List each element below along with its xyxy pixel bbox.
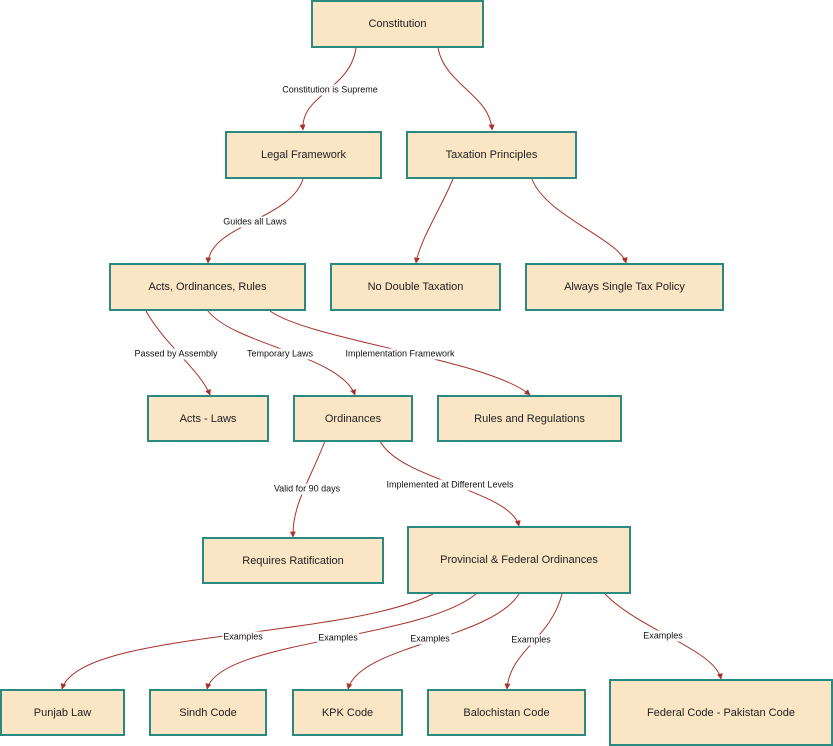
edge-label-examples-sindh: Examples: [317, 632, 359, 644]
node-federal-code[interactable]: Federal Code - Pakistan Code: [609, 679, 833, 746]
node-punjab-law[interactable]: Punjab Law: [0, 689, 125, 736]
node-ordinances[interactable]: Ordinances: [293, 395, 413, 442]
edge-label-implemented-levels: Implemented at Different Levels: [385, 479, 515, 491]
node-legal-framework[interactable]: Legal Framework: [225, 131, 382, 179]
edge-label-implementation-framework: Implementation Framework: [344, 348, 456, 360]
edge-label-guides-laws: Guides all Laws: [222, 216, 288, 228]
node-acts-ordinances-rules[interactable]: Acts, Ordinances, Rules: [109, 263, 306, 311]
edge-label-valid-90-days: Valid for 90 days: [272, 483, 342, 495]
edge-provfed-punjab: [60, 593, 434, 690]
node-rules-regulations[interactable]: Rules and Regulations: [437, 395, 622, 442]
node-provincial-federal-ordinances[interactable]: Provincial & Federal Ordinances: [407, 526, 631, 594]
edge-label-examples-balochistan: Examples: [510, 634, 552, 646]
edge-label-examples-kpk: Examples: [409, 633, 451, 645]
node-constitution[interactable]: Constitution: [311, 0, 484, 48]
edge-label-examples-federal: Examples: [642, 630, 684, 642]
node-taxation-principles[interactable]: Taxation Principles: [406, 131, 577, 179]
edge-label-passed-by-assembly: Passed by Assembly: [133, 348, 219, 360]
edge-label-temporary-laws: Temporary Laws: [245, 348, 315, 360]
node-balochistan-code[interactable]: Balochistan Code: [427, 689, 586, 736]
node-single-tax-policy[interactable]: Always Single Tax Policy: [525, 263, 724, 311]
node-sindh-code[interactable]: Sindh Code: [149, 689, 267, 736]
node-no-double-taxation[interactable]: No Double Taxation: [330, 263, 501, 311]
node-kpk-code[interactable]: KPK Code: [292, 689, 403, 736]
edge-label-constitution-supreme: Constitution is Supreme: [281, 84, 379, 96]
edge-taxation-single: [531, 178, 628, 264]
edge-constitution-taxation: [437, 47, 495, 131]
edge-taxation-nodouble: [413, 178, 454, 264]
node-acts-laws[interactable]: Acts - Laws: [147, 395, 269, 442]
edge-label-examples-punjab: Examples: [222, 631, 264, 643]
node-requires-ratification[interactable]: Requires Ratification: [202, 537, 384, 584]
